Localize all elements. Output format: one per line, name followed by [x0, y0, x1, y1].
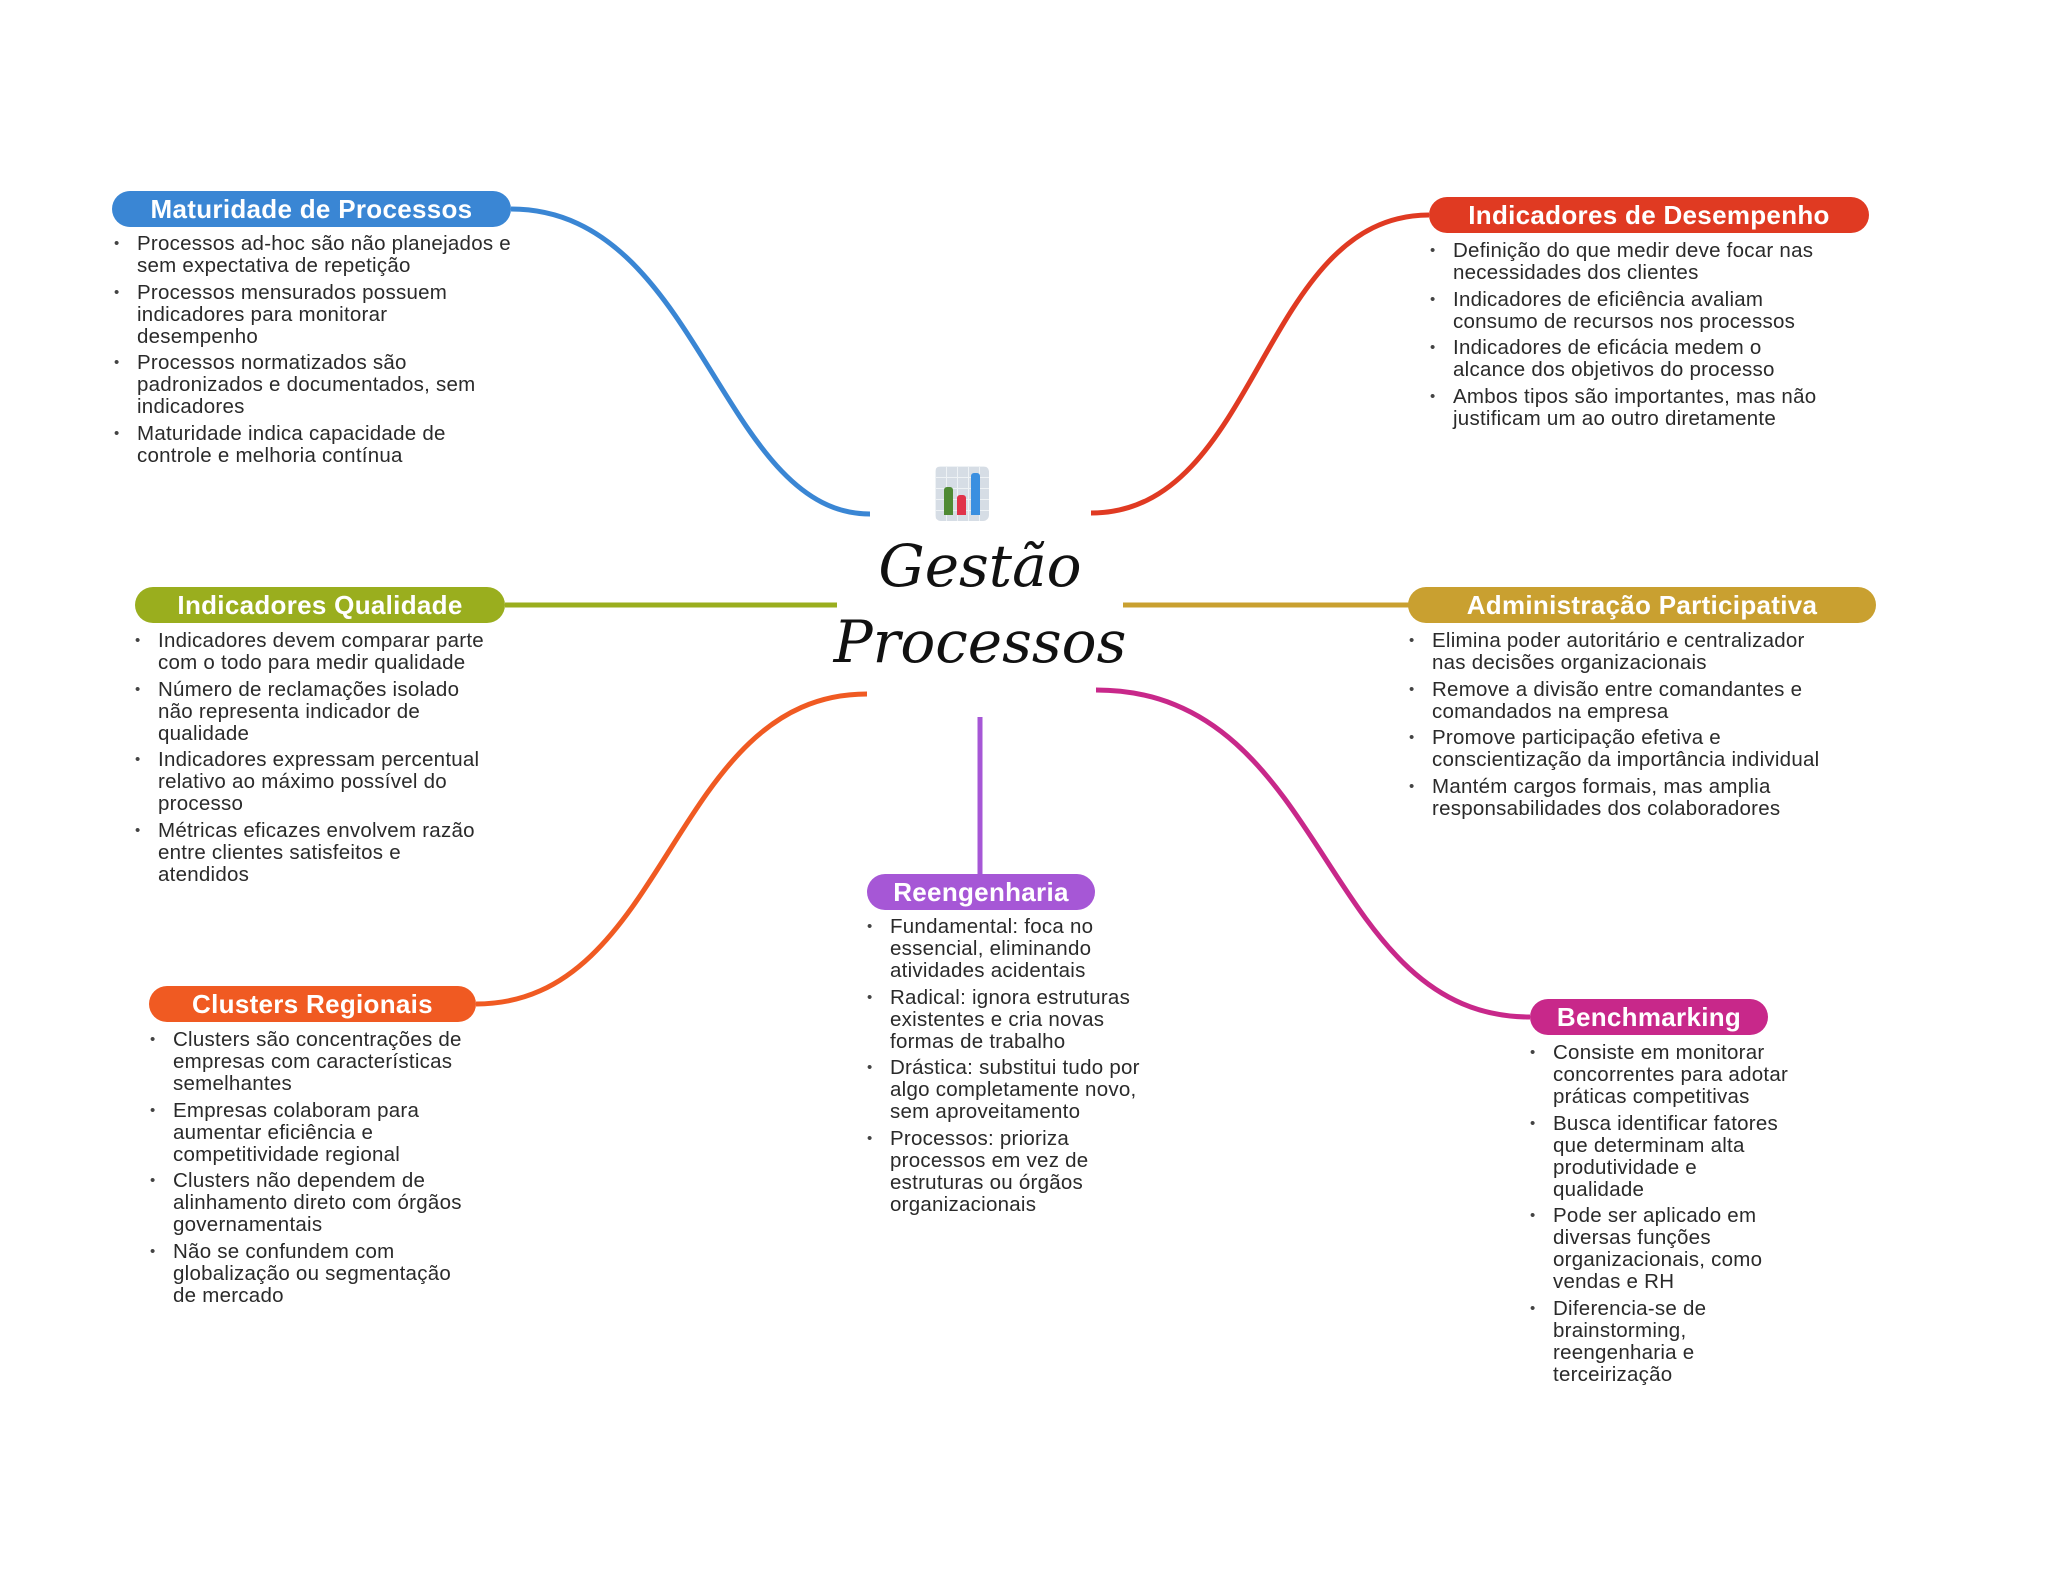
note-item: Ambos tipos são importantes, mas não jus…	[1430, 385, 1825, 430]
note-item: Promove participação efetiva e conscient…	[1409, 727, 1834, 771]
note-item: Pode ser aplicado em diversas funções or…	[1530, 1205, 1790, 1293]
note-item: Maturidade indica capacidade de controle…	[114, 422, 514, 467]
note-item: Clusters são concentrações de empresas c…	[150, 1029, 480, 1095]
note-item: Fundamental: foca no essencial, eliminan…	[867, 916, 1162, 982]
topic-indicadores-de-desempenho[interactable]: Indicadores de Desempenho	[1429, 197, 1869, 233]
note-item: Não se confundem com globalização ou seg…	[150, 1240, 480, 1307]
note-item: Drástica: substitui tudo por algo comple…	[867, 1057, 1162, 1123]
bar-chart-icon	[935, 466, 989, 521]
note-item: Clusters não dependem de alinhamento dir…	[150, 1170, 480, 1236]
note-item: Empresas colaboram para aumentar eficiên…	[150, 1099, 480, 1166]
note-item: Diferencia-se de brainstorming, reengenh…	[1530, 1297, 1790, 1386]
notes-benchmarking: Consiste em monitorar concorrentes para …	[1530, 1042, 1790, 1390]
note-item: Busca identificar fatores que determinam…	[1530, 1112, 1790, 1201]
topic-maturidade-de-processos[interactable]: Maturidade de Processos	[112, 191, 511, 227]
connector-maturidade	[510, 206, 871, 517]
note-item: Definição do que medir deve focar nas ne…	[1430, 240, 1825, 284]
connector-desempenho	[1090, 212, 1430, 516]
note-item: Mantém cargos formais, mas amplia respon…	[1409, 775, 1834, 820]
notes-reengenharia: Fundamental: foca no essencial, eliminan…	[867, 916, 1162, 1220]
central-topic-line1[interactable]: Gestão	[878, 532, 1082, 600]
note-item: Processos normatizados são padronizados …	[114, 352, 514, 418]
topic-administracao-participativa[interactable]: Administração Participativa	[1408, 587, 1876, 623]
note-item: Elimina poder autoritário e centralizado…	[1409, 630, 1834, 674]
central-topic-line2[interactable]: Processos	[833, 608, 1127, 676]
topic-indicadores-qualidade[interactable]: Indicadores Qualidade	[135, 587, 505, 623]
note-item: Radical: ignora estruturas existentes e …	[867, 986, 1162, 1053]
notes-clusters: Clusters são concentrações de empresas c…	[150, 1029, 480, 1311]
note-item: Indicadores devem comparar parte com o t…	[135, 630, 485, 674]
notes-desempenho: Definição do que medir deve focar nas ne…	[1430, 240, 1825, 434]
note-item: Consiste em monitorar concorrentes para …	[1530, 1042, 1790, 1108]
note-item: Métricas eficazes envolvem razão entre c…	[135, 819, 485, 886]
notes-administracao: Elimina poder autoritário e centralizado…	[1409, 630, 1834, 824]
notes-maturidade: Processos ad-hoc são não planejados e se…	[114, 233, 514, 471]
topic-benchmarking[interactable]: Benchmarking	[1530, 999, 1768, 1035]
note-item: Processos: prioriza processos em vez de …	[867, 1127, 1162, 1216]
topic-clusters-regionais[interactable]: Clusters Regionais	[149, 986, 476, 1022]
connector-benchmarking	[1095, 687, 1531, 1020]
note-item: Indicadores expressam percentual relativ…	[135, 749, 485, 815]
connector-clusters	[475, 691, 868, 1007]
notes-qualidade: Indicadores devem comparar parte com o t…	[135, 630, 485, 890]
note-item: Processos mensurados possuem indicadores…	[114, 281, 514, 348]
note-item: Processos ad-hoc são não planejados e se…	[114, 233, 514, 277]
topic-reengenharia[interactable]: Reengenharia	[867, 874, 1095, 910]
note-item: Indicadores de eficiência avaliam consum…	[1430, 288, 1825, 333]
note-item: Número de reclamações isolado não repres…	[135, 678, 485, 745]
note-item: Indicadores de eficácia medem o alcance …	[1430, 337, 1825, 381]
note-item: Remove a divisão entre comandantes e com…	[1409, 678, 1834, 723]
